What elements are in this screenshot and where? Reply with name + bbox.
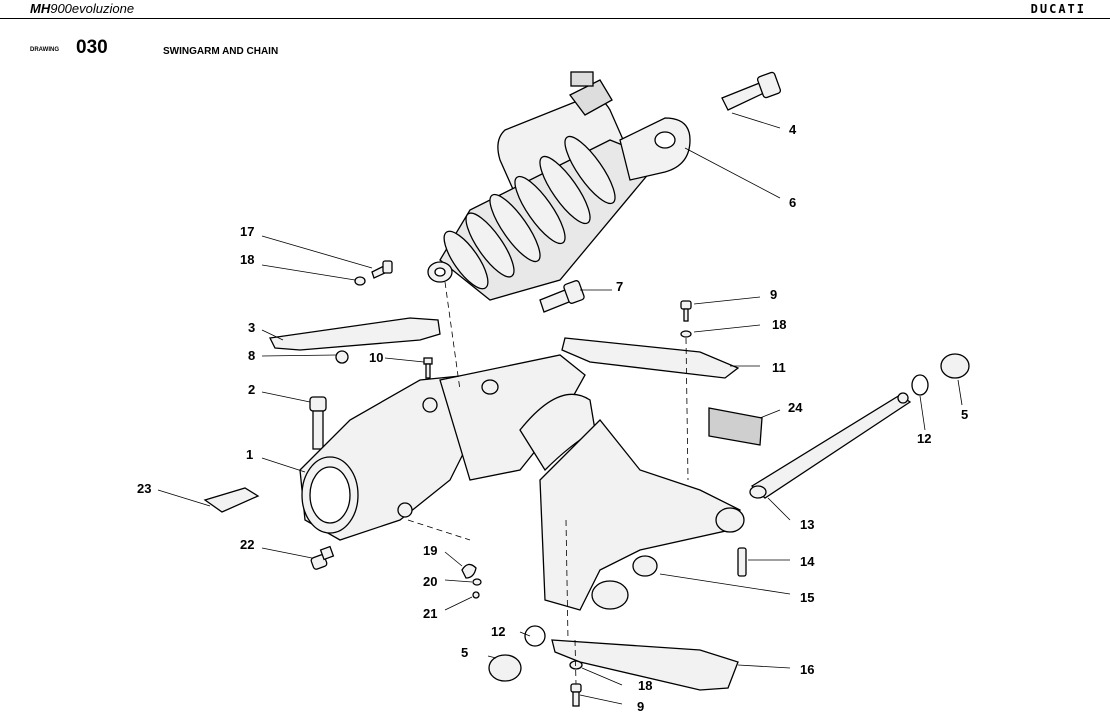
bolt-22 bbox=[310, 545, 335, 570]
drawing-label: DRAWING bbox=[30, 47, 59, 53]
chain-guard-3 bbox=[269, 317, 441, 351]
bolt-7 bbox=[539, 280, 585, 313]
bolt-4 bbox=[721, 71, 782, 111]
bolt-10 bbox=[423, 357, 433, 379]
bolt-9-top bbox=[680, 300, 692, 338]
bolt-14 bbox=[737, 547, 747, 577]
callout-12: 12 bbox=[491, 624, 505, 639]
callout-9: 9 bbox=[637, 699, 644, 714]
callout-18: 18 bbox=[638, 678, 652, 693]
callout-7: 7 bbox=[616, 279, 623, 294]
bolt-17 bbox=[371, 260, 393, 279]
plate-23 bbox=[203, 487, 260, 513]
page-header: MH900evoluzione DUCATI bbox=[0, 0, 1110, 19]
callout-23: 23 bbox=[137, 481, 151, 496]
callout-20: 20 bbox=[423, 574, 437, 589]
brand-logo: DUCATI bbox=[1030, 2, 1086, 16]
chain-slider-11 bbox=[561, 337, 740, 379]
callout-15: 15 bbox=[800, 590, 814, 605]
chain-guard-16 bbox=[551, 639, 739, 691]
callout-18: 18 bbox=[240, 252, 254, 267]
callout-22: 22 bbox=[240, 537, 254, 552]
callout-9: 9 bbox=[770, 287, 777, 302]
leader-lines bbox=[157, 112, 963, 705]
callout-2: 2 bbox=[248, 382, 255, 397]
cap-5-right bbox=[940, 353, 970, 379]
callout-24: 24 bbox=[788, 400, 803, 415]
swingarm-1 bbox=[299, 354, 745, 611]
circlip-12-left bbox=[524, 625, 546, 647]
callout-16: 16 bbox=[800, 662, 814, 677]
callout-18: 18 bbox=[772, 317, 786, 332]
bolt-2 bbox=[309, 396, 327, 450]
spacer-15 bbox=[632, 555, 658, 577]
model-name: MH900evoluzione bbox=[30, 1, 134, 16]
callout-17: 17 bbox=[240, 224, 254, 239]
callout-13: 13 bbox=[800, 517, 814, 532]
callout-1: 1 bbox=[246, 447, 253, 462]
callout-10: 10 bbox=[369, 350, 383, 365]
bolt-9-bottom bbox=[570, 683, 582, 707]
callout-21: 21 bbox=[423, 606, 437, 621]
washer-18-left bbox=[354, 276, 366, 286]
callout-6: 6 bbox=[789, 195, 796, 210]
circlip-12-right bbox=[911, 374, 929, 396]
callout-11: 11 bbox=[772, 360, 786, 375]
spindle-13 bbox=[750, 394, 912, 499]
callout-19: 19 bbox=[423, 543, 437, 558]
callout-4: 4 bbox=[789, 122, 797, 137]
clip-19 bbox=[461, 563, 477, 579]
model-suffix: 900evoluzione bbox=[50, 1, 135, 16]
spacer-8 bbox=[335, 350, 349, 364]
shock-absorber bbox=[427, 117, 691, 301]
drawing-title: SWINGARM AND CHAIN bbox=[163, 46, 279, 57]
callout-14: 14 bbox=[800, 554, 815, 569]
callout-8: 8 bbox=[248, 348, 255, 363]
callout-3: 3 bbox=[248, 320, 255, 335]
screw-21 bbox=[472, 591, 480, 599]
cap-5-left bbox=[488, 654, 522, 682]
model-prefix: MH bbox=[30, 1, 51, 16]
washer-20 bbox=[472, 578, 482, 586]
adhesive-pad-24 bbox=[708, 407, 763, 446]
alignment-lines bbox=[407, 281, 689, 685]
callout-5: 5 bbox=[961, 407, 968, 422]
callout-5: 5 bbox=[461, 645, 468, 660]
callout-12: 12 bbox=[917, 431, 931, 446]
drawing-number: 030 bbox=[76, 37, 108, 58]
